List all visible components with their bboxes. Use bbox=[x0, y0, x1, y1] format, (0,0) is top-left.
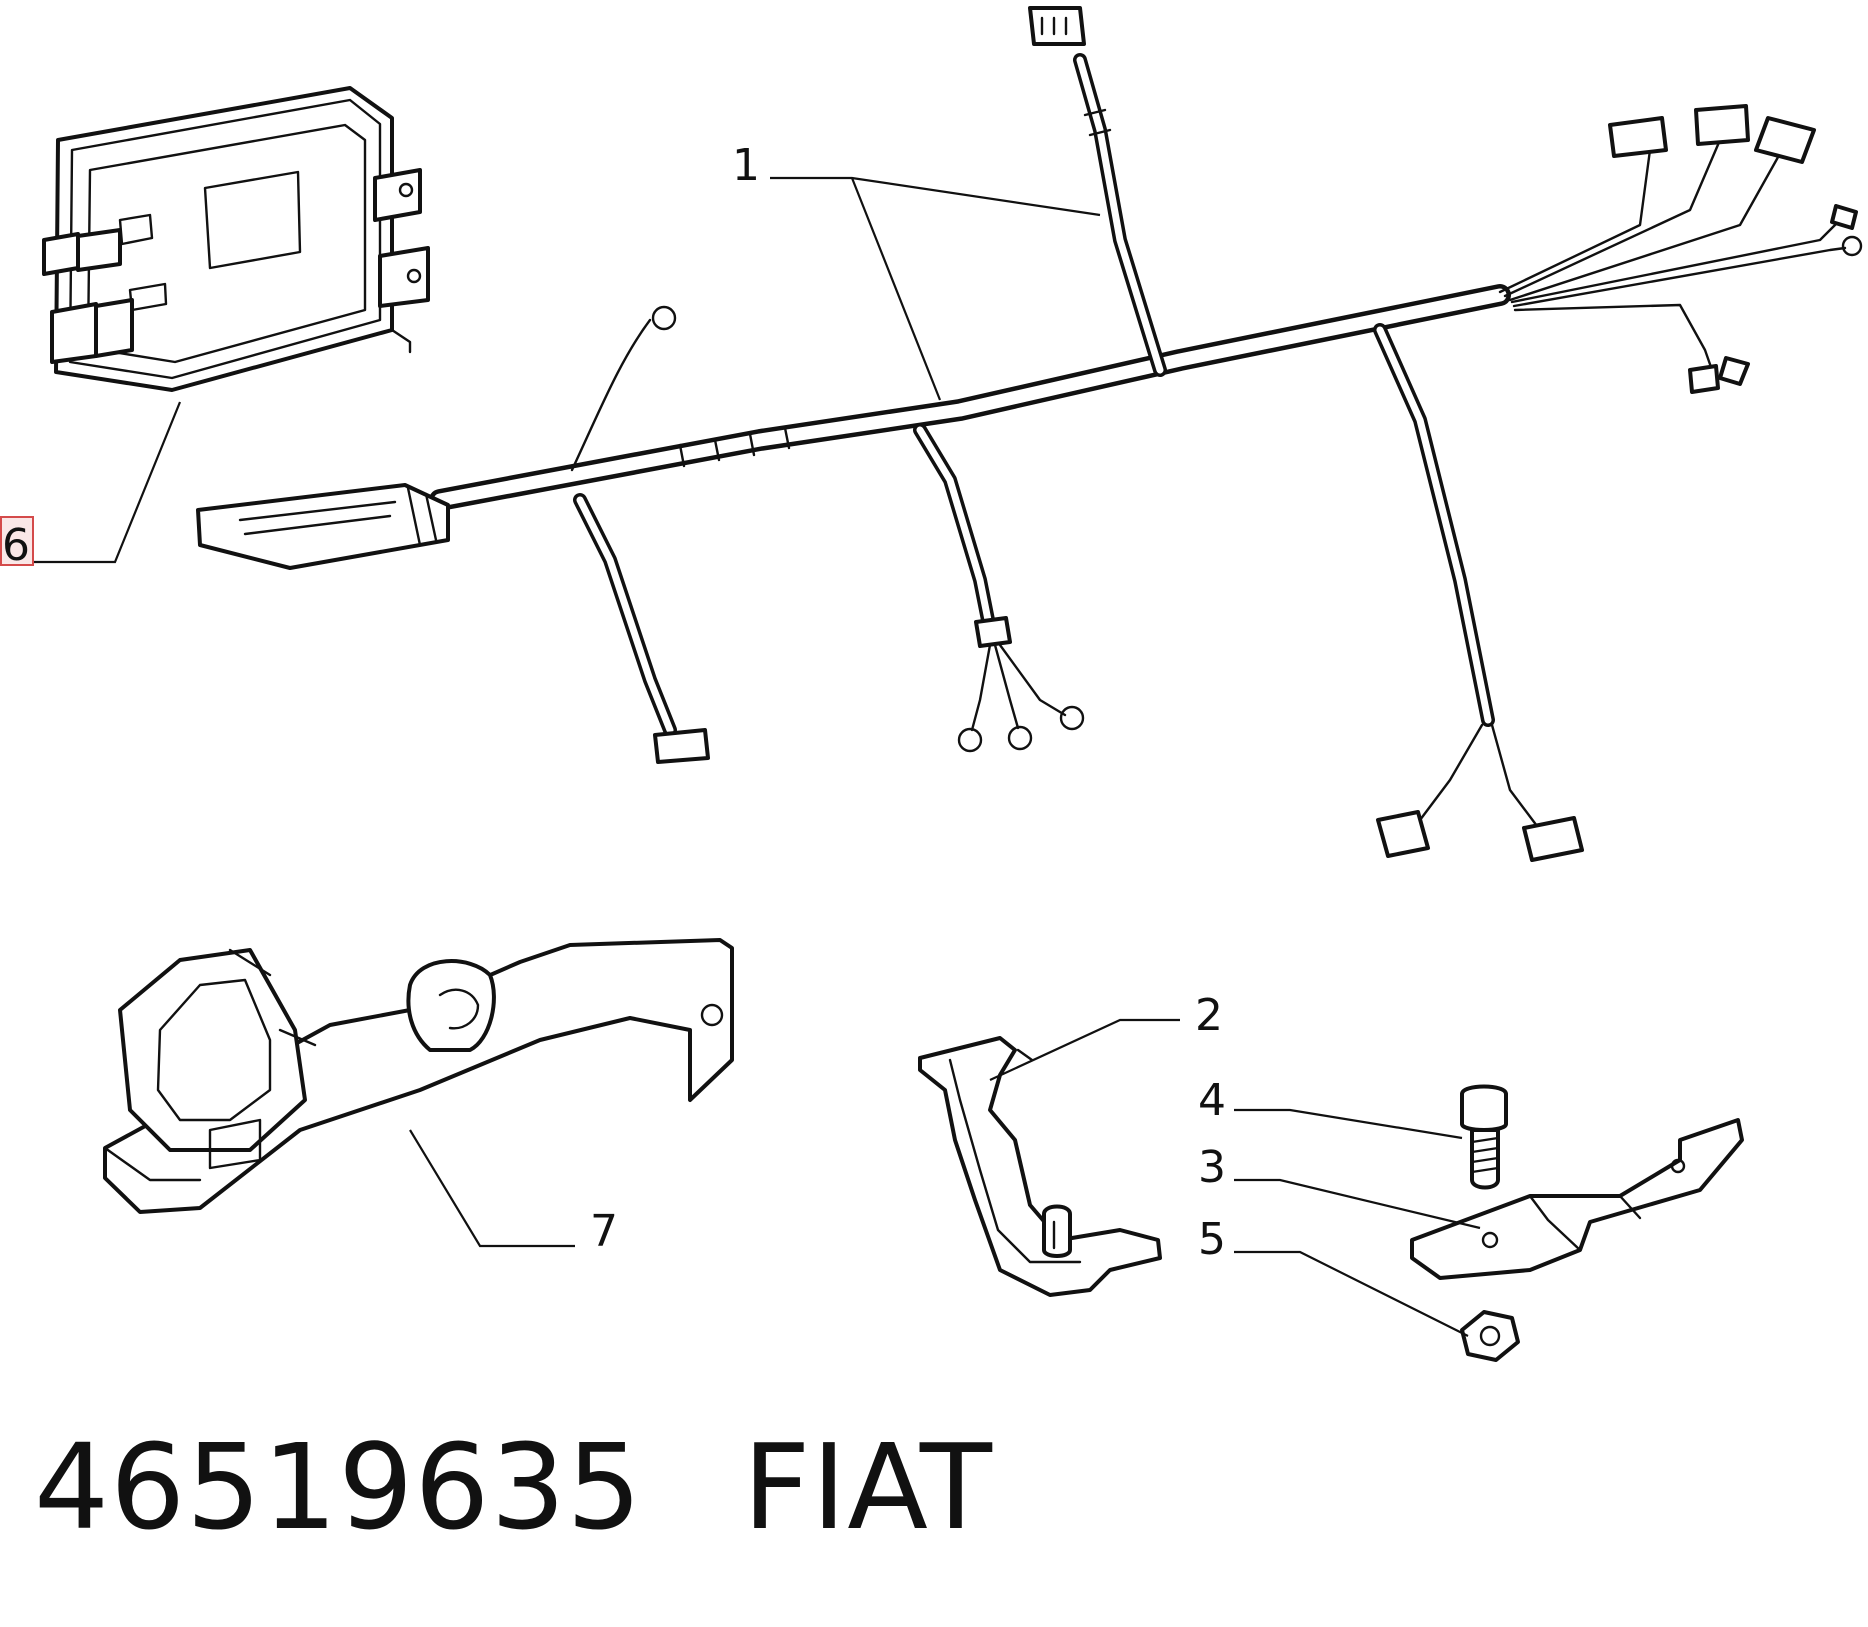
clamp-part-2[interactable] bbox=[918, 1036, 1162, 1297]
callout-1: 1 bbox=[732, 140, 760, 191]
bolt-part-4[interactable] bbox=[1460, 1084, 1508, 1190]
nut-part-5[interactable] bbox=[1460, 1310, 1520, 1362]
callout-4: 4 bbox=[1198, 1075, 1226, 1126]
bracket-part-7[interactable] bbox=[103, 938, 734, 1214]
part-number: 46519635 bbox=[34, 1418, 643, 1556]
plate-part-3[interactable] bbox=[1410, 1118, 1744, 1280]
wiring-harness-part-1[interactable] bbox=[196, 6, 1863, 862]
leader-lines bbox=[34, 176, 1481, 1337]
callout-2: 2 bbox=[1195, 990, 1223, 1041]
callout-6-highlight bbox=[0, 516, 34, 566]
callout-3: 3 bbox=[1198, 1142, 1226, 1193]
control-unit-part-6[interactable] bbox=[42, 86, 430, 392]
callout-6: 6 bbox=[2, 520, 30, 571]
brand-name: FIAT bbox=[742, 1418, 993, 1556]
callout-5: 5 bbox=[1198, 1214, 1226, 1265]
part-number-footer: 46519635 FIAT bbox=[34, 1418, 1093, 1556]
callout-7: 7 bbox=[590, 1206, 618, 1257]
